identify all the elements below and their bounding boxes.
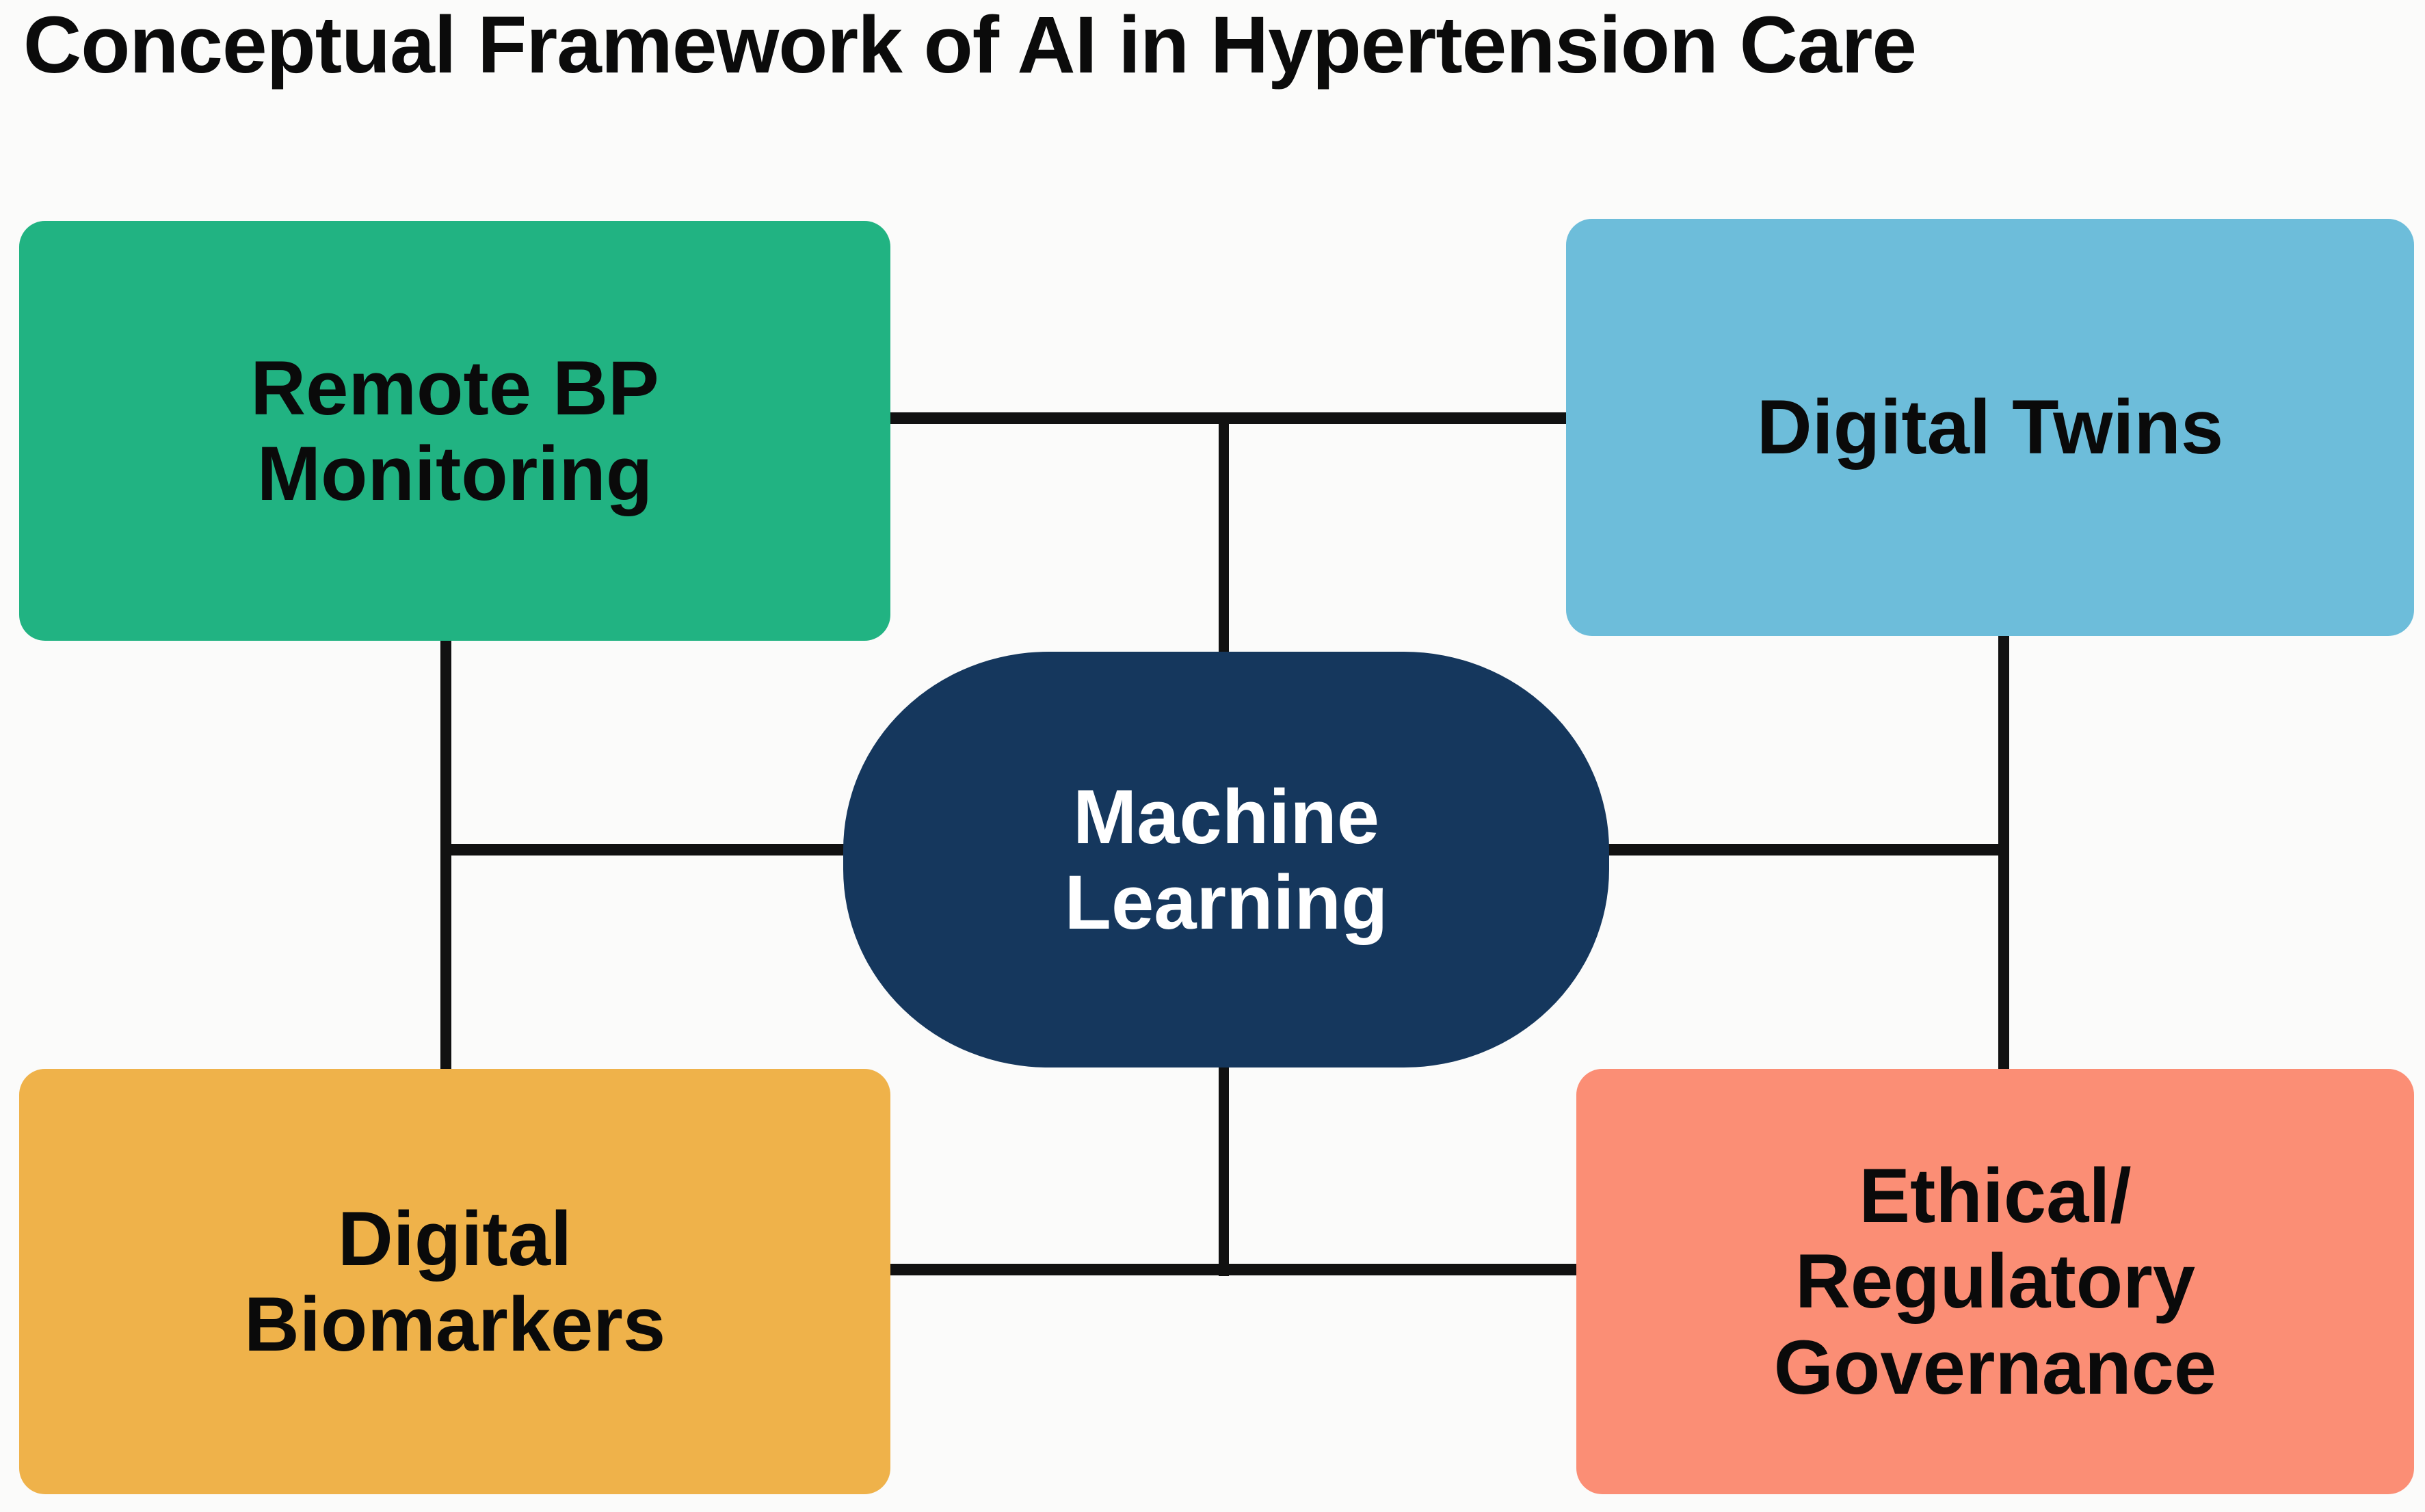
edge-left-to-machine-learning <box>440 844 858 856</box>
node-digital-twins-label: Digital Twins <box>1756 384 2224 470</box>
node-remote-bp-monitoring-label: Remote BP Monitoring <box>250 345 659 516</box>
edge-digital-biomarkers-to-ethical-governance <box>886 1264 1581 1275</box>
node-digital-twins[interactable]: Digital Twins <box>1566 219 2414 636</box>
edge-machine-learning-to-bottom <box>1219 1059 1229 1276</box>
node-remote-bp-monitoring[interactable]: Remote BP Monitoring <box>19 221 890 641</box>
page-title: Conceptual Framework of AI in Hypertensi… <box>23 0 1917 90</box>
edge-top-to-machine-learning <box>1219 412 1229 662</box>
edge-digital-twins-to-ethical-governance <box>1998 631 2009 1074</box>
node-machine-learning[interactable]: Machine Learning <box>843 652 1609 1067</box>
node-ethical-regulatory-governance-label: Ethical/ Regulatory Governance <box>1773 1152 2217 1410</box>
node-ethical-regulatory-governance[interactable]: Ethical/ Regulatory Governance <box>1576 1069 2414 1494</box>
node-digital-biomarkers-label: Digital Biomarkers <box>243 1195 666 1367</box>
node-digital-biomarkers[interactable]: Digital Biomarkers <box>19 1069 890 1494</box>
edge-right-to-machine-learning <box>1596 844 2004 856</box>
node-machine-learning-label: Machine Learning <box>1064 773 1388 945</box>
